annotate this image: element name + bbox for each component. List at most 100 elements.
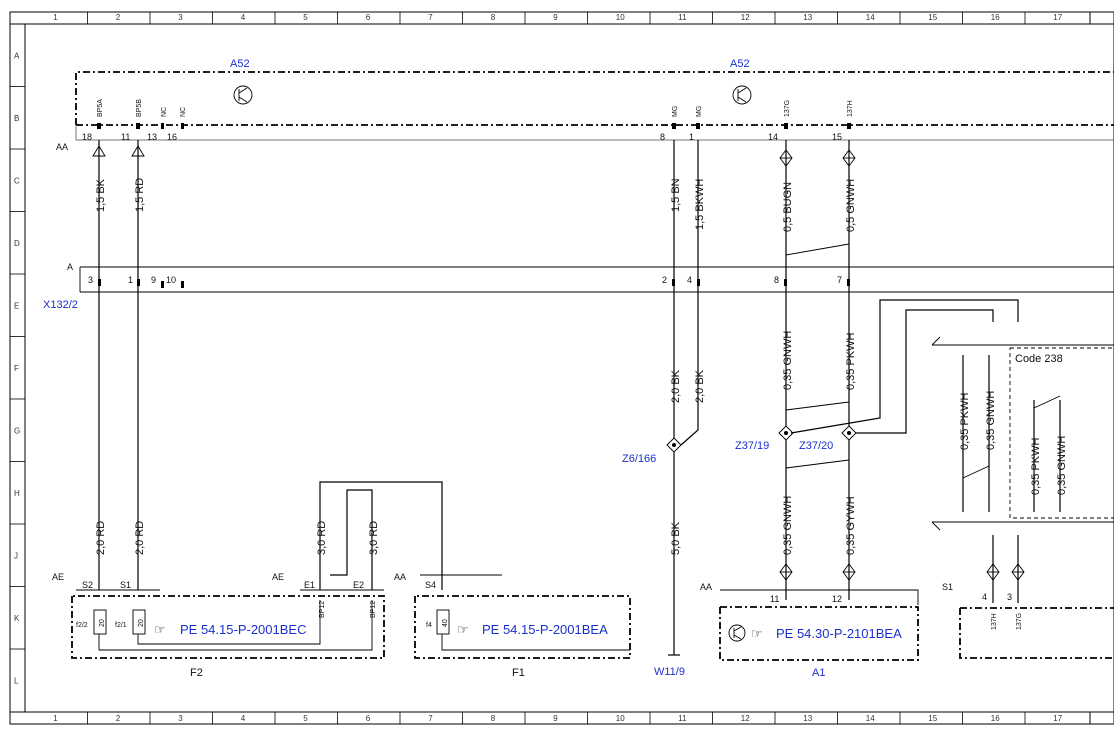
column-tick-label: 6 [366, 13, 371, 22]
code238-label: Code 238 [1015, 353, 1063, 365]
pin-number: 4 [687, 275, 692, 285]
column-ticks: 1122334455667788991010111112121313141415… [53, 12, 1063, 724]
column-tick-label: 13 [803, 13, 812, 22]
a1-label: A1 [812, 667, 825, 679]
pin-number: 11 [121, 132, 130, 142]
wire-label: 1,5 BK [95, 178, 107, 212]
column-tick-label: 11 [678, 714, 687, 723]
column-tick-label: 17 [1053, 13, 1062, 22]
column-tick-label: 5 [303, 13, 308, 22]
f2-reference[interactable]: PE 54.15-P-2001BEC [180, 622, 306, 637]
wire-label: 1,5 RD [134, 178, 146, 212]
wire-label: 0,35 GNWH [1056, 436, 1068, 495]
pin-name: NC [161, 107, 168, 117]
pin-number: 13 [147, 132, 157, 142]
reference-link[interactable]: ☞ PE 54.15-P-2001BEC [154, 622, 306, 637]
pin-name: MG [696, 106, 703, 117]
column-tick-label: 9 [553, 714, 558, 723]
row-tick-label: J [14, 551, 18, 560]
f1-reference[interactable]: PE 54.15-P-2001BEA [482, 622, 608, 637]
w11-label: W11/9 [654, 666, 685, 678]
wires-left: 1,5 BK 1,5 RD 2,0 RD 2,0 RD 3,0 RD 3,0 R… [92, 140, 443, 590]
f1-fuse-block: AA S4 40 f4 F1 ☞ PE 54.15-P-2001BEA [394, 572, 631, 679]
fuse-rating: 20 [99, 619, 106, 627]
pin-number: 3 [88, 275, 93, 285]
column-tick-label: 15 [928, 13, 937, 22]
reference-link[interactable]: ☞ PE 54.30-P-2101BEA [751, 626, 902, 641]
column-tick-label: 6 [366, 714, 371, 723]
pin-number: 8 [774, 275, 779, 285]
pin-name: S4 [425, 580, 436, 590]
wire-label: 0,35 PKWH [1030, 437, 1042, 495]
column-tick-label: 11 [678, 13, 687, 22]
a52-label-left: A52 [230, 58, 250, 70]
pin-number: 1 [689, 132, 694, 142]
fuse-name: f2/2 [76, 622, 88, 629]
column-tick-label: 13 [803, 714, 812, 723]
column-tick-label: 2 [116, 714, 121, 723]
a52-module: A52 A52 [75, 58, 1114, 126]
column-tick-label: 10 [616, 13, 625, 22]
row-tick-label: K [14, 614, 20, 623]
column-tick-label: 2 [116, 13, 121, 22]
pin-number: 3 [1007, 592, 1012, 602]
x132-label: X132/2 [43, 299, 78, 311]
fuse-name: f2/1 [115, 622, 127, 629]
row-tick-label: B [14, 114, 19, 123]
column-tick-label: 17 [1053, 714, 1062, 723]
wires-right: 0,5 BUGN 0,5 GNWH 0,35 GNWH 0,35 PKWH Z3… [735, 140, 1019, 600]
column-tick-label: 4 [241, 13, 246, 22]
column-tick-label: 16 [991, 13, 1000, 22]
pin-number: 12 [832, 594, 842, 604]
wire-label: 0,35 GYWH [845, 496, 857, 555]
pointing-hand-icon: ☞ [154, 622, 166, 637]
column-tick-label: 15 [928, 714, 937, 723]
pin-name: 137H [847, 100, 854, 117]
pin-number: 15 [832, 132, 842, 142]
wire-label: 0,35 GNWH [782, 331, 794, 390]
fuse-rating: 40 [442, 619, 449, 627]
column-tick-label: 3 [178, 714, 183, 723]
ae-connector-label: AE [52, 572, 64, 582]
s1-block: S1 4 3 137H 137G [942, 582, 1114, 659]
row-tick-label: H [14, 489, 20, 498]
column-tick-label: 8 [491, 13, 496, 22]
wire-label: 0,5 BUGN [782, 182, 794, 232]
f2-fuse-block: AE AE S2 S1 E1 E2 BP12 BP12 20 20 f2/2 f… [52, 572, 385, 679]
aa-connector-label: AA [56, 142, 68, 152]
column-tick-label: 14 [866, 13, 875, 22]
aa-connector-label: AA [394, 572, 406, 582]
wire-label: 2,0 BK [694, 369, 706, 403]
a1-reference[interactable]: PE 54.30-P-2101BEA [776, 626, 902, 641]
row-tick-label: C [14, 176, 20, 185]
a-connector-label: A [67, 262, 73, 272]
z6-label: Z6/166 [622, 453, 656, 465]
row-tick-label: L [14, 676, 19, 685]
wire-label: 1,5 BN [670, 178, 682, 212]
column-tick-label: 14 [866, 714, 875, 723]
pin-name: S1 [120, 580, 131, 590]
pin-number: 7 [837, 275, 842, 285]
reference-link[interactable]: ☞ PE 54.15-P-2001BEA [457, 622, 608, 637]
wire-label: 2,0 RD [134, 521, 146, 555]
row-tick-label: F [14, 364, 19, 373]
wire-label: 0,35 GNWH [782, 496, 794, 555]
wire-label: 2,0 BK [670, 369, 682, 403]
column-tick-label: 5 [303, 714, 308, 723]
f1-label: F1 [512, 667, 525, 679]
pin-number: 18 [82, 132, 92, 142]
pin-number: 8 [660, 132, 665, 142]
row-tick-label: E [14, 301, 19, 310]
pin-name: MG [672, 106, 679, 117]
pin-number: 1 [128, 275, 133, 285]
wire-label: 1,5 BKWH [694, 179, 706, 230]
f2-label: F2 [190, 667, 203, 679]
fuse-name: f4 [426, 622, 432, 629]
transistor-icon [728, 624, 746, 642]
pin-number: 9 [151, 275, 156, 285]
pin-name: E2 [353, 580, 364, 590]
pin-name: E1 [304, 580, 315, 590]
column-tick-label: 3 [178, 13, 183, 22]
column-tick-label: 9 [553, 13, 558, 22]
